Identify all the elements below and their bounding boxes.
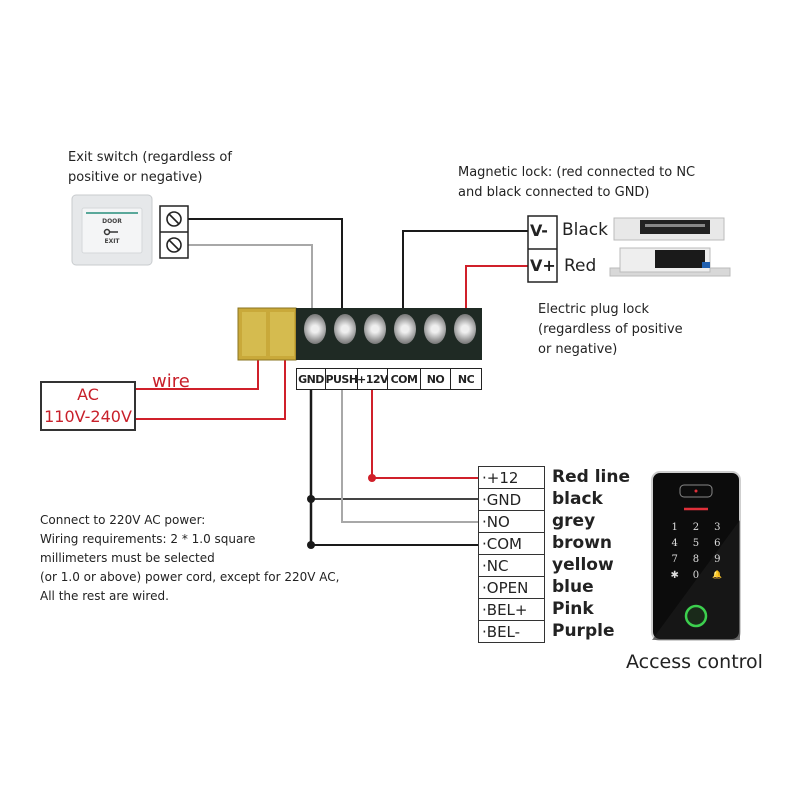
electric-plug-lock-caption: Electric plug lock (regardless of positi… (538, 302, 683, 357)
keypad-key: 7 (671, 554, 678, 565)
lock-terminal-vminus: V- (530, 221, 548, 240)
screw-icon (166, 211, 182, 227)
connector-row: ·NO (478, 510, 545, 533)
terminal-label-12v: +12V (357, 368, 389, 390)
exit-plate-top: DOOR (102, 218, 122, 225)
connector-row: ·OPEN (478, 576, 545, 599)
connector-row: ·+12 (478, 466, 545, 489)
wire-color-label: black (552, 489, 603, 509)
connector-pin: NO (486, 512, 510, 531)
wire-color-label: Pink (552, 599, 594, 619)
screw-icon (364, 314, 386, 344)
connector-pin: +12 (486, 468, 519, 487)
connector-pin: GND (486, 490, 522, 509)
keypad-key: ✱ (670, 570, 679, 581)
terminal-block (237, 307, 482, 361)
exit-switch-image (71, 194, 153, 266)
keypad-key: 1 (671, 522, 678, 533)
keypad-key: 9 (714, 554, 721, 565)
lock-wire-color-black: Black (562, 220, 608, 240)
wire-color-label: yellow (552, 555, 614, 575)
connector-pin: BEL+ (486, 600, 528, 619)
terminal-label-gnd: GND (296, 368, 326, 390)
keypad-key: 3 (714, 522, 721, 533)
terminal-label-no: NO (420, 368, 451, 390)
junction-dot-com (307, 541, 315, 549)
electric-plug-lock-image (609, 247, 731, 277)
ac-label: AC (77, 385, 99, 404)
wire-color-label: brown (552, 533, 613, 553)
wire-12v-red (371, 390, 480, 479)
screw-icon (454, 314, 476, 344)
connector-row: ·GND (478, 488, 545, 511)
connector-row: ·COM (478, 532, 545, 555)
ac-power-box: AC 110V-240V (40, 381, 136, 431)
screw-icon (304, 314, 326, 344)
lock-terminal-vplus: V+ (530, 256, 556, 275)
fingerprint-sensor (684, 604, 708, 628)
keypad-key: 6 (714, 538, 721, 549)
terminal-label-push: PUSH (325, 368, 358, 390)
exit-switch-caption: Exit switch (regardless of positive or n… (68, 150, 232, 185)
wire-ac-2 (136, 355, 286, 420)
wire-color-label: grey (552, 511, 596, 531)
wire-ac-1 (136, 355, 259, 390)
wire-color-label: blue (552, 577, 594, 597)
lock-wire-color-red: Red (564, 256, 597, 276)
bell-icon: 🔔 (712, 570, 723, 579)
exit-plate-bottom: EXIT (104, 238, 120, 245)
keypad-key: 0 (692, 570, 700, 581)
screw-icon (424, 314, 446, 344)
keypad-key: 2 (692, 522, 700, 533)
key-icon (103, 228, 118, 236)
connector-pin: COM (486, 534, 523, 553)
connector-row: ·NC (478, 554, 545, 577)
connector-row: ·BEL- (478, 620, 545, 643)
terminal-screws (300, 314, 480, 354)
wire-exit-black (188, 218, 343, 310)
wire-color-label: Red line (552, 467, 630, 487)
magnetic-lock-caption: Magnetic lock: (red connected to NC and … (458, 165, 696, 200)
wiring-notes: Connect to 220V AC power: Wiring require… (40, 513, 340, 603)
connector-row: ·BEL+ (478, 598, 545, 621)
keypad-key: 8 (692, 554, 700, 565)
wire-exit-grey (188, 244, 313, 310)
keypad: 1 2 3 4 5 6 7 8 9 ✱ 0 🔔 (664, 522, 728, 581)
ac-voltage-range: 110V-240V (44, 407, 132, 426)
wire-label: wire (152, 371, 190, 392)
keypad-key: 5 (692, 538, 700, 549)
wire-push-grey (341, 390, 480, 523)
connector-pin: OPEN (486, 578, 529, 597)
junction-dot-gnd (307, 495, 315, 503)
terminal-label-nc: NC (450, 368, 482, 390)
connector-pin: BEL- (486, 622, 521, 641)
wire-lock-black (402, 230, 528, 310)
terminal-label-com: COM (387, 368, 421, 390)
junction-dot-red (368, 474, 376, 482)
wire-color-label: Purple (552, 621, 615, 641)
keypad-key: 4 (671, 538, 678, 549)
access-control-caption: Access control (626, 651, 763, 673)
magnetic-lock-image (613, 217, 725, 241)
screw-icon (394, 314, 416, 344)
screw-icon (334, 314, 356, 344)
screw-icon (166, 237, 182, 253)
access-control-device (651, 471, 741, 641)
wire-lock-red (465, 265, 528, 310)
connector-pin: NC (486, 556, 509, 575)
